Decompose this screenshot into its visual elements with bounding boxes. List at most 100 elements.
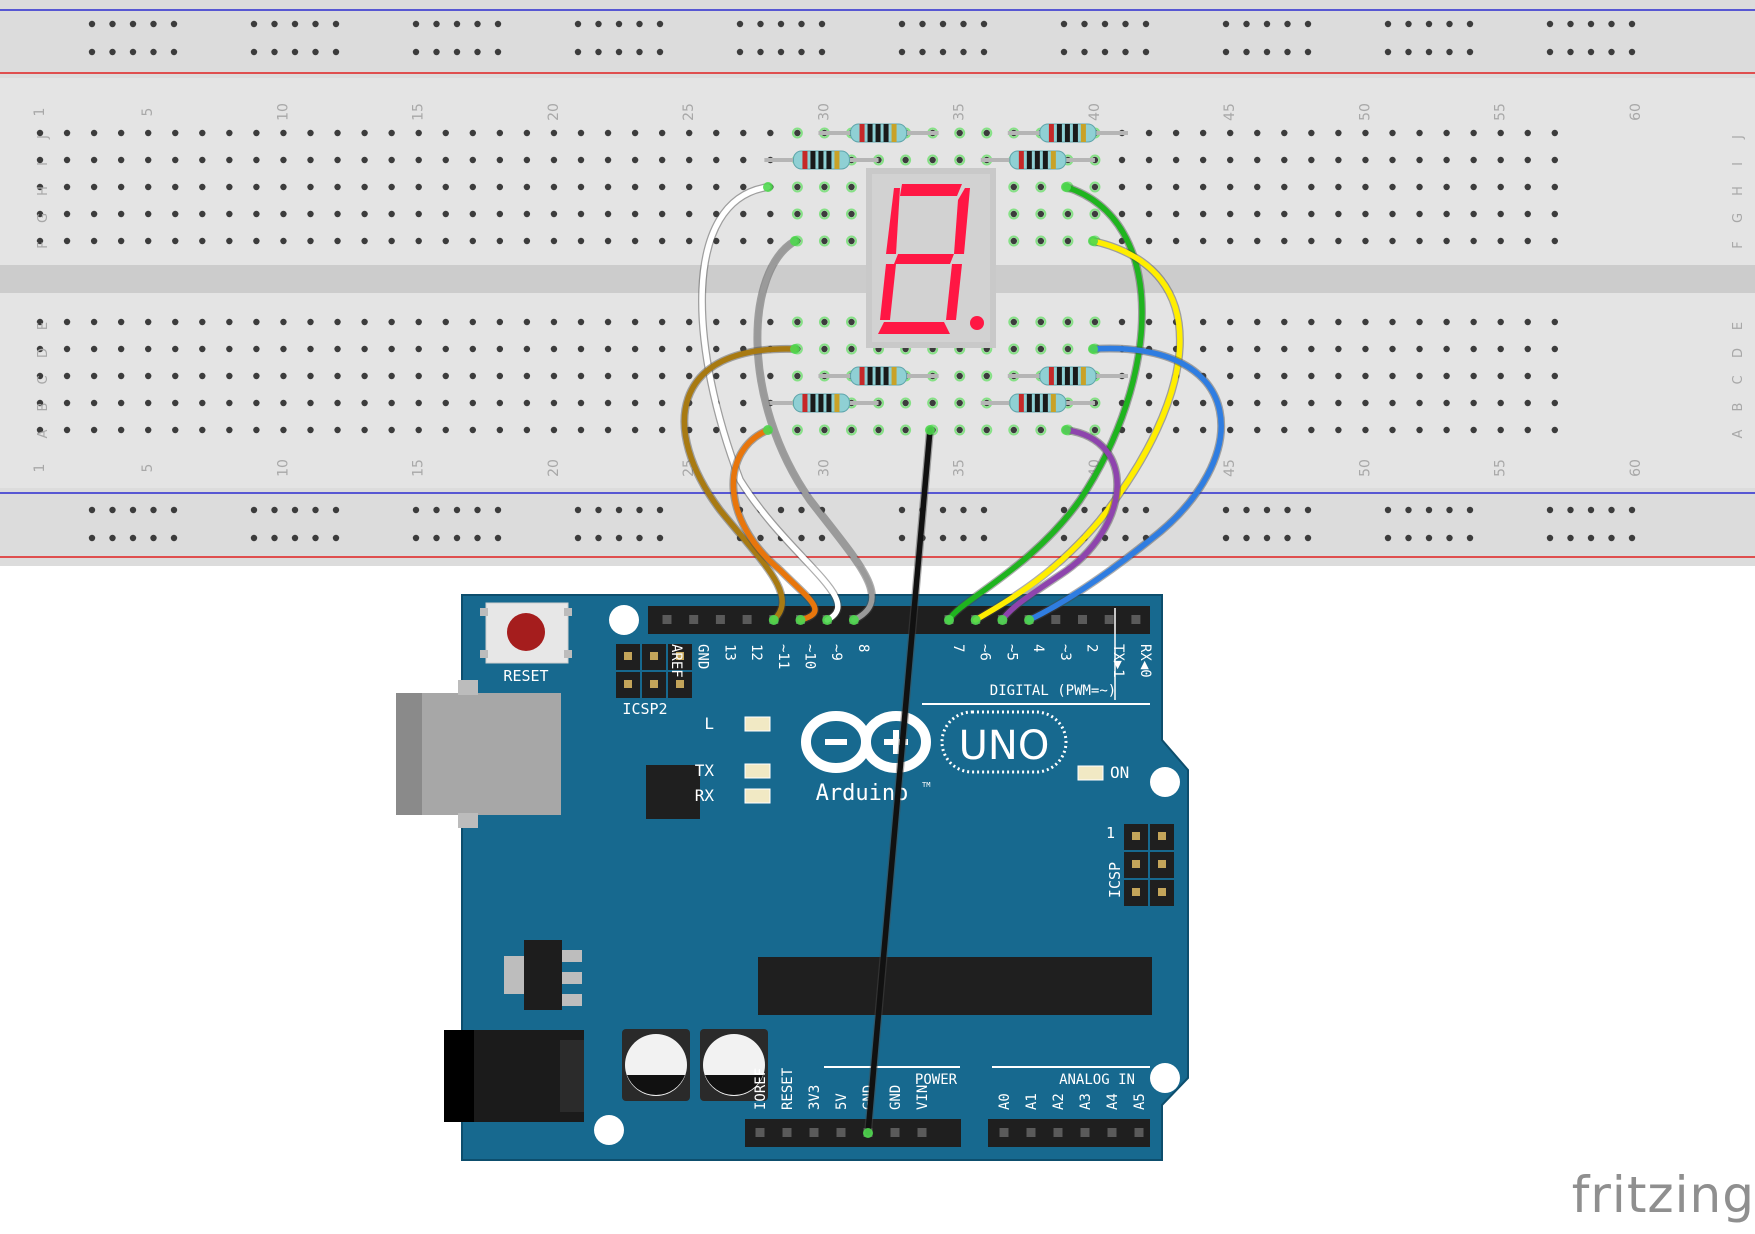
wire-endpoint xyxy=(1024,615,1035,625)
terminal-hole xyxy=(1443,426,1450,434)
terminal-hole xyxy=(1362,318,1369,326)
terminal-hole xyxy=(1145,210,1153,218)
rail-hole xyxy=(898,534,906,542)
mounting-hole xyxy=(609,605,639,635)
terminal-hole xyxy=(117,156,125,164)
digital-header-label: DIGITAL (PWM=~) xyxy=(990,683,1116,699)
terminal-hole xyxy=(253,345,260,353)
rail-hole xyxy=(1546,506,1554,514)
terminal-hole xyxy=(1335,210,1342,218)
terminal-hole xyxy=(253,183,260,191)
wire xyxy=(970,236,1184,625)
terminal-hole xyxy=(63,237,71,245)
connected-hole-highlight xyxy=(954,127,966,139)
icsp-pin xyxy=(1158,888,1166,896)
led-on xyxy=(1077,765,1104,781)
terminal-hole xyxy=(1443,183,1450,191)
terminal-hole xyxy=(1524,399,1531,407)
rail-hole xyxy=(1384,48,1392,56)
power-pin-label: IOREF xyxy=(753,1068,769,1110)
resistor-band xyxy=(1042,151,1048,169)
terminal-hole xyxy=(1037,426,1045,434)
terminal-hole xyxy=(1227,372,1234,380)
terminal-hole xyxy=(631,372,639,380)
rail-hole xyxy=(595,48,602,56)
terminal-hole xyxy=(496,426,504,434)
rail-hole xyxy=(1567,20,1574,28)
terminal-hole xyxy=(1254,372,1261,380)
digital-pin-label: 7 xyxy=(950,644,966,652)
regulator-pin xyxy=(562,972,582,984)
terminal-hole xyxy=(550,129,558,137)
terminal-hole xyxy=(199,210,206,218)
terminal-hole xyxy=(1551,426,1559,434)
rail-hole xyxy=(798,534,805,542)
terminal-hole xyxy=(740,426,747,434)
terminal-hole xyxy=(1416,399,1423,407)
terminal-hole xyxy=(1443,399,1450,407)
rail-hole xyxy=(291,20,299,28)
connected-hole-highlight xyxy=(1035,235,1047,247)
terminal-hole xyxy=(604,129,612,137)
terminal-hole xyxy=(1145,237,1153,245)
terminal-hole xyxy=(848,237,855,245)
resistor-band xyxy=(859,367,865,385)
terminal-hole xyxy=(1199,345,1207,353)
resistor xyxy=(1007,123,1128,143)
terminal-hole xyxy=(1172,237,1180,245)
terminal-hole xyxy=(388,156,395,164)
terminal-hole xyxy=(90,156,98,164)
rail-hole xyxy=(757,20,764,28)
terminal-hole xyxy=(361,345,368,353)
terminal-hole xyxy=(1443,210,1450,218)
terminal-hole xyxy=(442,399,449,407)
terminal-hole xyxy=(1443,156,1450,164)
terminal-hole xyxy=(713,426,720,434)
terminal-hole xyxy=(172,237,179,245)
rail-hole xyxy=(1384,534,1392,542)
trademark-mark: TM xyxy=(922,781,930,789)
analog-pin-label: A3 xyxy=(1078,1093,1094,1110)
terminal-hole xyxy=(631,183,639,191)
terminal-hole xyxy=(1551,210,1559,218)
terminal-hole xyxy=(1497,399,1504,407)
terminal-hole xyxy=(1227,210,1234,218)
rail-hole xyxy=(636,48,643,56)
rail-hole xyxy=(1608,534,1615,542)
rail-hole xyxy=(1222,20,1230,28)
connected-hole-highlight xyxy=(1089,181,1101,193)
terminal-hole xyxy=(956,156,963,164)
terminal-hole xyxy=(1551,237,1559,245)
rail-hole xyxy=(250,20,258,28)
rail-hole xyxy=(777,20,785,28)
terminal-hole xyxy=(172,372,179,380)
icsp-pin xyxy=(1158,860,1166,868)
rail-hole xyxy=(150,48,157,56)
rail-hole xyxy=(109,506,116,514)
terminal-hole xyxy=(90,372,98,380)
rail-hole xyxy=(291,534,299,542)
icsp2-pin xyxy=(676,652,684,660)
power-pin-socket xyxy=(890,1128,900,1137)
reset-switch-pin xyxy=(564,650,572,658)
atmega-chip xyxy=(758,957,1152,1015)
digital-pin-label: GND xyxy=(695,644,711,669)
terminal-hole xyxy=(523,399,531,407)
rail-hole xyxy=(433,534,440,542)
resistor-band xyxy=(810,394,816,412)
rail-hole xyxy=(494,48,502,56)
terminal-hole xyxy=(1010,426,1017,434)
rail-hole xyxy=(1628,534,1636,542)
terminal-hole xyxy=(1470,183,1477,191)
wire xyxy=(997,425,1121,625)
terminal-hole xyxy=(307,399,314,407)
terminal-hole xyxy=(1416,156,1423,164)
resistor xyxy=(1007,366,1128,386)
digital-pin-label: 13 xyxy=(721,644,737,661)
terminal-hole xyxy=(821,237,828,245)
rail-hole xyxy=(1222,48,1230,56)
terminal-hole xyxy=(1551,372,1559,380)
icsp2-pin xyxy=(624,680,632,688)
